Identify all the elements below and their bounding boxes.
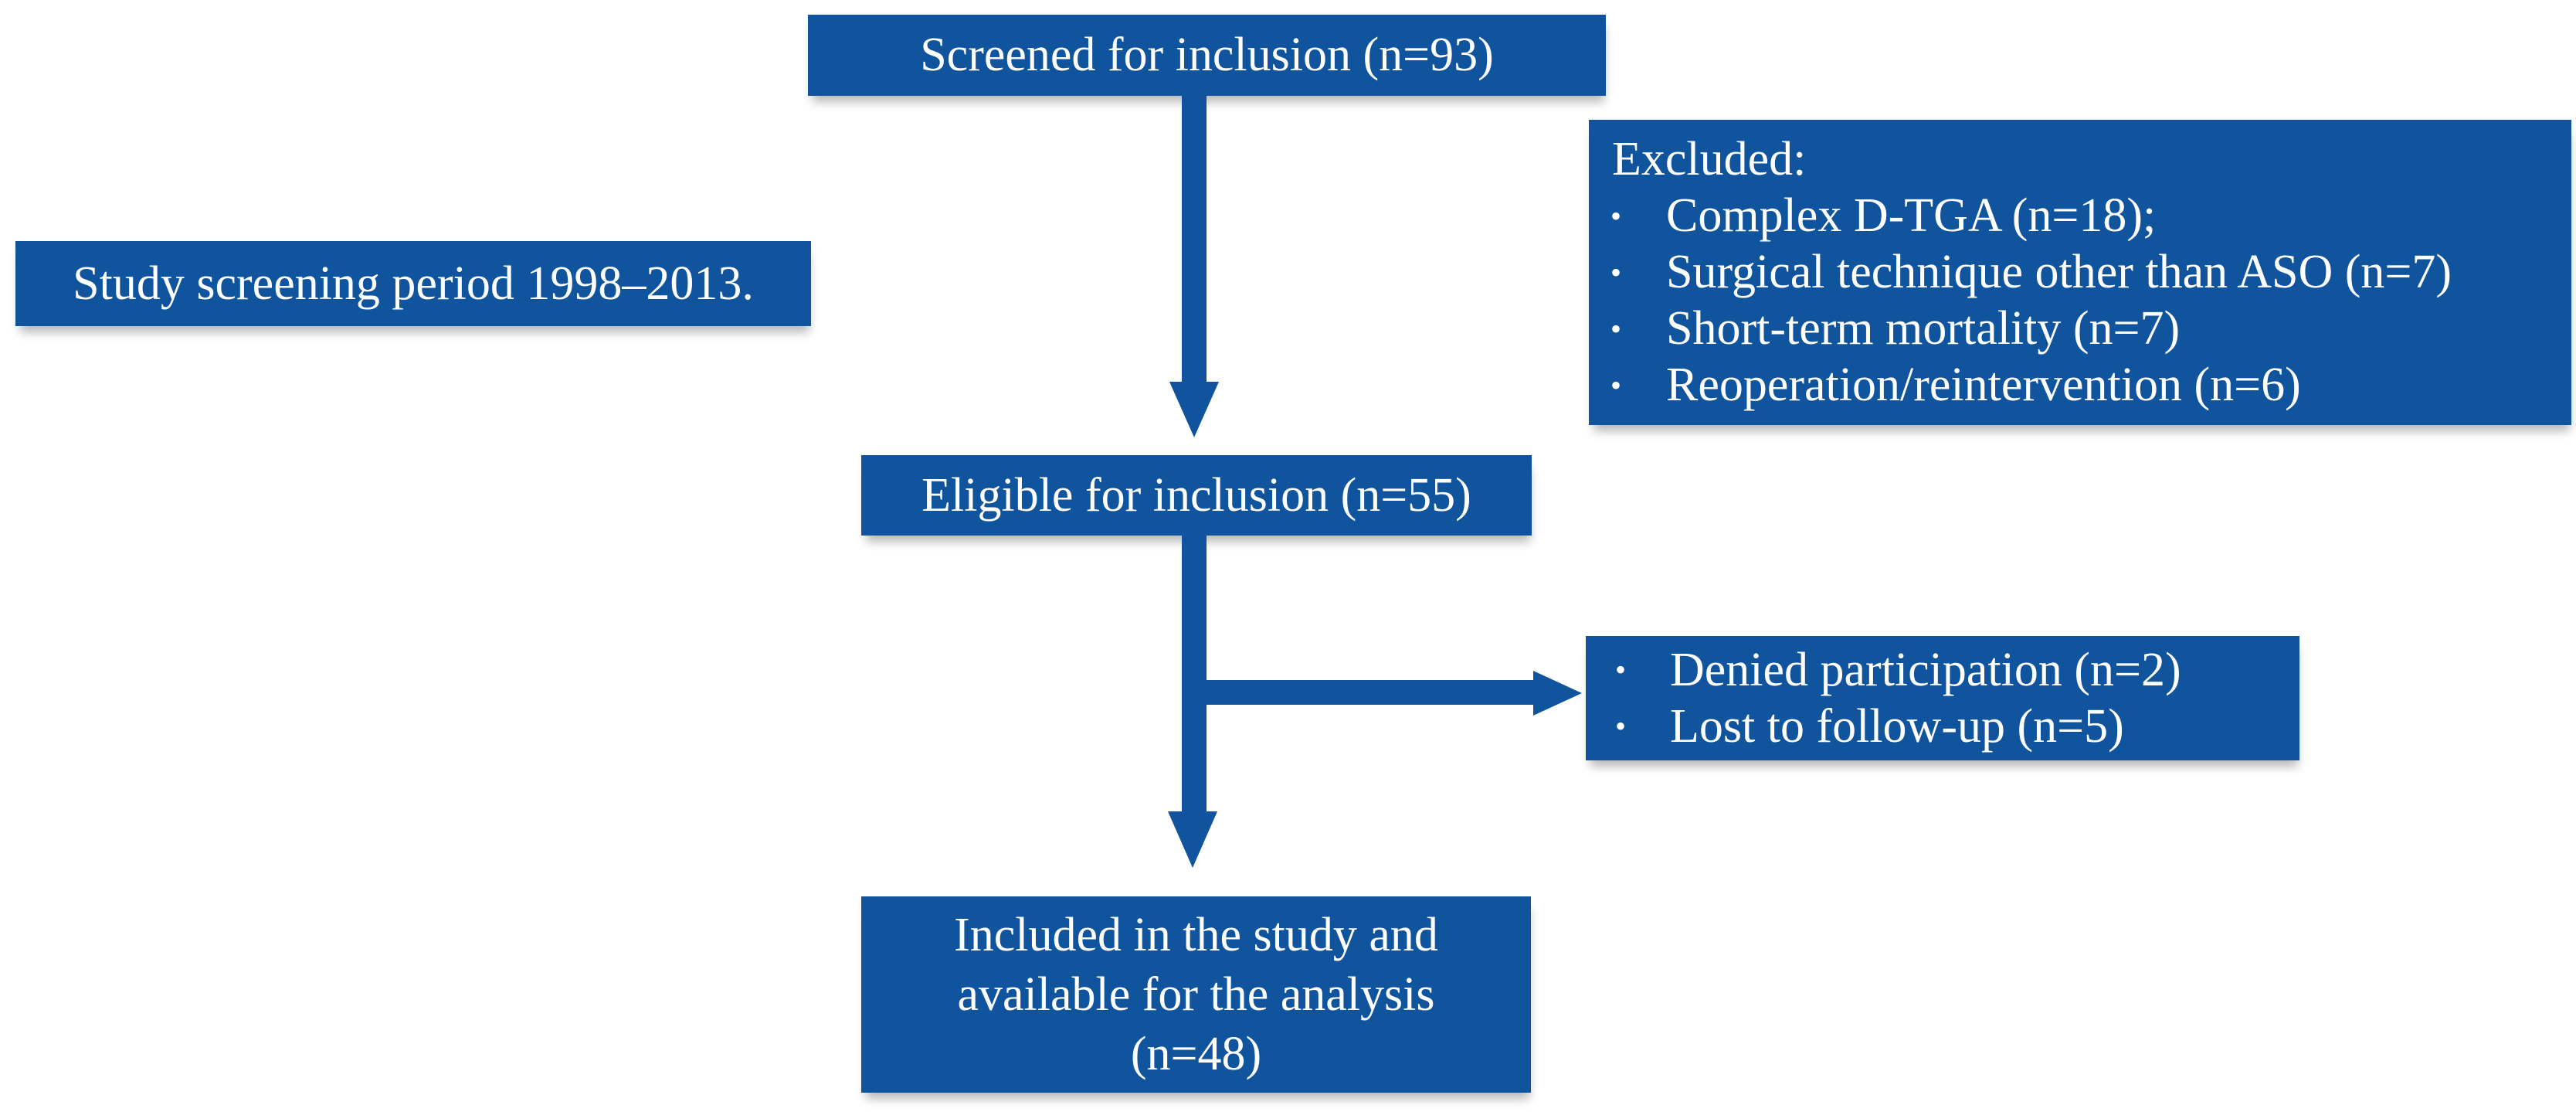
bullet-icon: • [1610,367,1622,403]
node-excluded-title: Excluded: [1612,133,1807,185]
excluded-list: • Complex D-TGA (n=18); • Surgical techn… [1589,188,2571,413]
node-included-line: Included in the study and [954,908,1438,961]
node-screened-for-inclusion: Screened for inclusion (n=93) [808,15,1606,96]
dropped-item: • Denied participation (n=2) [1586,642,2299,699]
node-excluded: Excluded: • Complex D-TGA (n=18); • Surg… [1589,120,2571,425]
node-eligible-label: Eligible for inclusion (n=55) [921,468,1471,522]
bullet-icon: • [1615,709,1627,743]
node-denied-lost: • Denied participation (n=2) • Lost to f… [1586,636,2299,760]
node-screened-label: Screened for inclusion (n=93) [920,29,1494,82]
excluded-item-label: Reoperation/reintervention (n=6) [1666,359,2301,411]
dropped-item: • Lost to follow-up (n=5) [1586,699,2299,755]
bullet-icon: • [1615,652,1627,687]
arrow-down-icon [1168,811,1217,868]
excluded-item: • Short-term mortality (n=7) [1589,301,2571,357]
bullet-icon: • [1610,311,1622,346]
arrow-eligible-to-included-stem [1182,536,1207,811]
node-screening-period-label: Study screening period 1998–2013. [73,257,754,310]
arrow-down-icon [1169,382,1219,437]
node-screening-period: Study screening period 1998–2013. [15,241,811,326]
node-eligible-for-inclusion: Eligible for inclusion (n=55) [861,455,1532,536]
arrow-eligible-to-dropped-stem [1194,680,1533,705]
excluded-item-label: Complex D-TGA (n=18); [1666,189,2157,242]
excluded-item: • Surgical technique other than ASO (n=7… [1589,244,2571,301]
dropped-item-label: Lost to follow-up (n=5) [1670,699,2124,753]
node-included-in-study: Included in the study and available for … [861,896,1531,1093]
node-included-line: (n=48) [1130,1027,1262,1080]
bullet-icon: • [1610,198,1622,233]
bullet-icon: • [1610,254,1622,290]
arrow-right-icon [1533,671,1582,716]
arrow-screened-to-eligible-stem [1182,96,1207,382]
excluded-item-label: Surgical technique other than ASO (n=7) [1666,246,2452,298]
dropped-item-label: Denied participation (n=2) [1670,643,2181,696]
excluded-item: • Reoperation/reintervention (n=6) [1589,357,2571,413]
dropped-list: • Denied participation (n=2) • Lost to f… [1586,642,2299,755]
node-included-line: available for the analysis [957,967,1435,1021]
excluded-item-label: Short-term mortality (n=7) [1666,302,2181,355]
excluded-item: • Complex D-TGA (n=18); [1589,188,2571,244]
